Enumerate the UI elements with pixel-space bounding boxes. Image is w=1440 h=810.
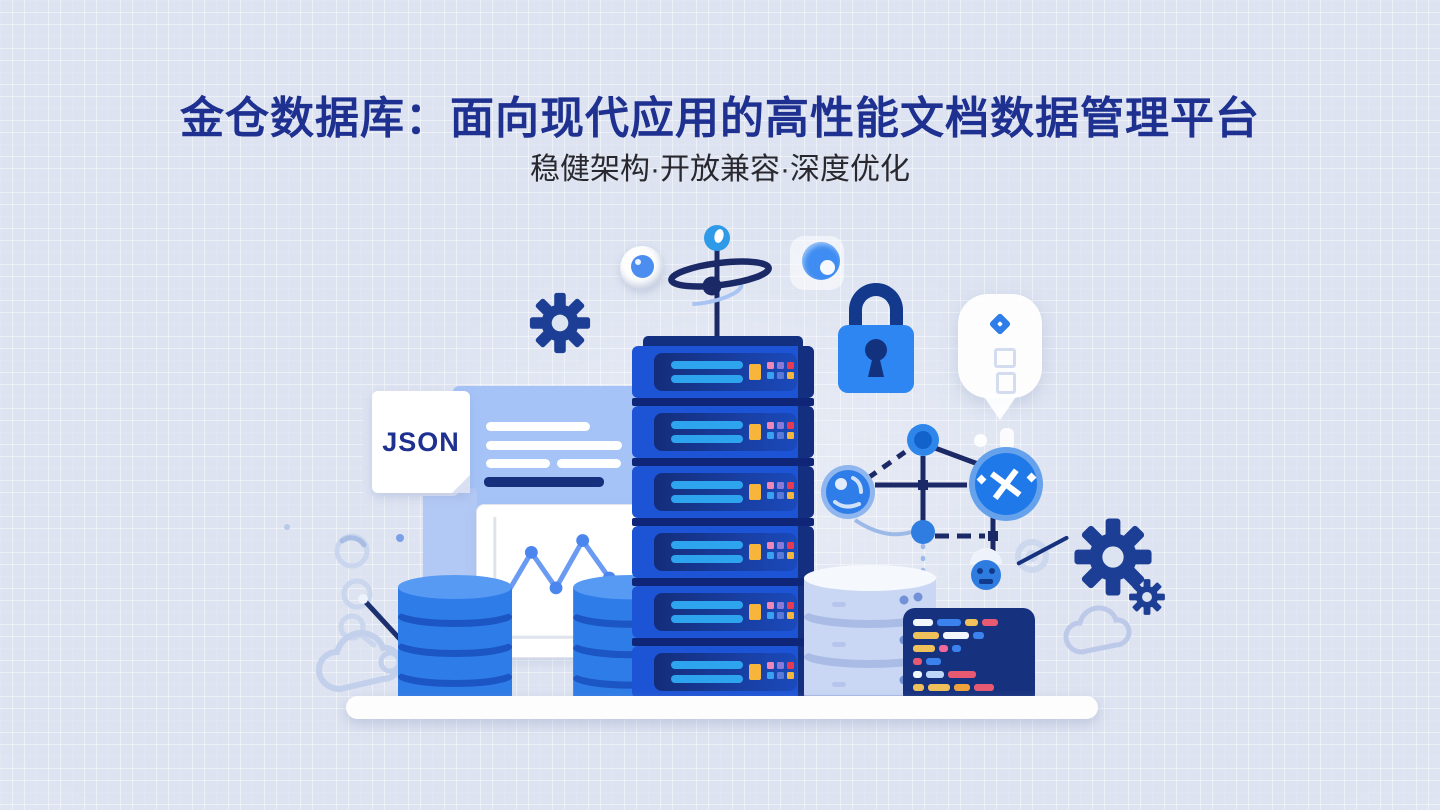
power-chip [749, 664, 761, 680]
led-grid [767, 422, 794, 439]
gear-icon [528, 291, 592, 355]
orb-moon-icon [802, 242, 840, 280]
robot-body [971, 560, 1001, 590]
text-line [486, 422, 590, 431]
led-grid [767, 602, 794, 619]
text-line-dark [484, 477, 604, 487]
code-line [913, 658, 1025, 665]
ghost-glyph [994, 348, 1016, 368]
network-node [911, 520, 935, 544]
padlock-icon [838, 283, 914, 395]
led-grid [767, 542, 794, 559]
code-line [913, 684, 1025, 691]
rack-cap [643, 336, 803, 346]
dashed-edge [866, 449, 907, 481]
code-line [913, 671, 1025, 678]
code-line [913, 632, 1025, 639]
rack-separator [632, 458, 814, 466]
rack-separator [632, 578, 814, 586]
power-chip [749, 364, 761, 380]
server-unit [632, 346, 814, 398]
server-rack-units [632, 346, 814, 698]
junction-node [918, 480, 928, 490]
cloud-icon [1063, 605, 1132, 655]
iris [631, 255, 654, 278]
orbit-antenna-icon [668, 225, 772, 344]
junction-node [988, 531, 998, 541]
slide-subtitle: 稳健架构·开放兼容·深度优化 [530, 153, 910, 186]
gear-icon-small [1128, 578, 1166, 616]
code-line [913, 619, 1025, 626]
cloud-icon [315, 629, 404, 693]
svg-text:✕: ✕ [983, 457, 1028, 514]
slide-title: 金仓数据库：面向现代应用的高性能文档数据管理平台 [180, 94, 1260, 143]
text-line [486, 441, 622, 450]
server-rack [632, 336, 814, 698]
code-panel-rows [913, 619, 1025, 691]
rack-separator [632, 518, 814, 526]
lock-body [838, 325, 914, 393]
server-unit [632, 526, 814, 578]
platform-base [346, 696, 1098, 719]
power-chip [749, 604, 761, 620]
orb-eye-icon [620, 246, 664, 290]
server-unit [632, 466, 814, 518]
code-line [913, 645, 1025, 652]
power-chip [749, 544, 761, 560]
rack-separator [632, 638, 814, 646]
ghost-glyph [996, 372, 1016, 394]
json-document-card: JSON [372, 391, 470, 493]
json-label: JSON [382, 426, 460, 457]
server-unit [632, 586, 814, 638]
server-unit [632, 406, 814, 458]
database-cylinder-blue [398, 575, 512, 707]
power-chip [749, 424, 761, 440]
text-line [557, 459, 621, 468]
led-grid [767, 362, 794, 379]
led-grid [767, 662, 794, 679]
code-panel [903, 608, 1035, 706]
power-chip [749, 484, 761, 500]
led-grid [767, 482, 794, 499]
rack-separator [632, 398, 814, 406]
folded-corner [452, 475, 470, 493]
server-unit [632, 646, 814, 698]
robot-icon [968, 548, 1004, 590]
text-line [486, 459, 550, 468]
